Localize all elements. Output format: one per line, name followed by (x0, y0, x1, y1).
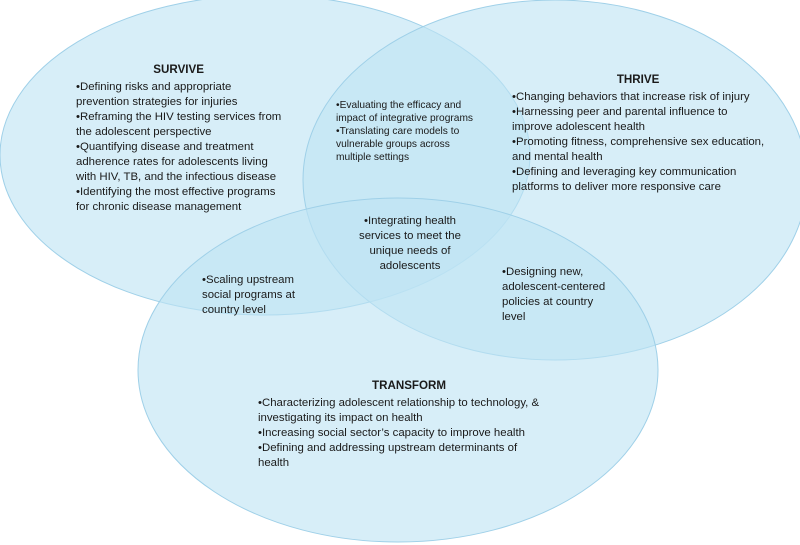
thrive-line: and mental health (512, 151, 603, 163)
thrive-line: •Harnessing peer and parental influence … (512, 106, 728, 118)
thrive-transform-overlap: •Designing new, adolescent-centered poli… (502, 265, 605, 325)
thrive-line: improve adolescent health (512, 121, 645, 133)
survive-transform-line: •Scaling upstream (202, 274, 294, 286)
transform-line: •Characterizing adolescent relationship … (258, 397, 540, 409)
survive-line: the adolescent perspective (76, 126, 212, 138)
center-overlap: •Integrating health services to meet the… (336, 214, 484, 274)
survive-section: SURVIVE •Defining risks and appropriate … (76, 62, 281, 215)
center-line: unique needs of (369, 245, 451, 257)
survive-line: adherence rates for adolescents living (76, 156, 268, 168)
survive-transform-line: social programs at (202, 289, 296, 301)
survive-thrive-line: •Evaluating the efficacy and (336, 100, 462, 111)
thrive-title: THRIVE (616, 73, 660, 86)
center-line: services to meet the (359, 230, 461, 242)
thrive-transform-line: policies at country (502, 296, 594, 308)
thrive-line: •Defining and leveraging key communicati… (512, 166, 737, 178)
thrive-section: THRIVE •Changing behaviors that increase… (512, 72, 764, 195)
transform-title: TRANSFORM (372, 379, 447, 392)
thrive-line: platforms to deliver more responsive car… (512, 181, 721, 193)
survive-transform-line: country level (202, 304, 266, 316)
thrive-line: •Promoting fitness, comprehensive sex ed… (512, 136, 765, 148)
survive-line: •Reframing the HIV testing services from (76, 111, 282, 123)
survive-line: prevention strategies for injuries (76, 96, 238, 108)
survive-line: with HIV, TB, and the infectious disease (76, 171, 277, 183)
survive-line: •Defining risks and appropriate (76, 81, 232, 93)
survive-thrive-overlap: •Evaluating the efficacy and impact of i… (336, 99, 473, 164)
center-line: adolescents (379, 260, 441, 272)
survive-line: for chronic disease management (76, 201, 242, 213)
center-line: •Integrating health (363, 215, 456, 227)
thrive-transform-line: level (502, 311, 526, 323)
survive-thrive-line: •Translating care models to (336, 126, 460, 137)
transform-section: TRANSFORM •Characterizing adolescent rel… (258, 378, 539, 471)
survive-line: •Identifying the most effective programs (76, 186, 276, 198)
thrive-transform-line: adolescent-centered (502, 281, 606, 293)
transform-line: health (258, 457, 290, 469)
transform-line: •Defining and addressing upstream determ… (258, 442, 518, 454)
thrive-line: •Changing behaviors that increase risk o… (512, 91, 750, 103)
survive-title: SURVIVE (153, 63, 204, 76)
transform-circle (137, 197, 659, 543)
survive-line: •Quantifying disease and treatment (76, 141, 254, 153)
survive-thrive-line: vulnerable groups across (336, 139, 450, 150)
thrive-transform-line: •Designing new, (502, 266, 584, 278)
transform-line: investigating its impact on health (258, 412, 423, 424)
survive-transform-overlap: •Scaling upstream social programs at cou… (202, 273, 295, 318)
survive-thrive-line: impact of integrative programs (336, 113, 474, 124)
survive-thrive-line: multiple settings (336, 152, 410, 163)
transform-line: •Increasing social sector’s capacity to … (258, 427, 525, 439)
